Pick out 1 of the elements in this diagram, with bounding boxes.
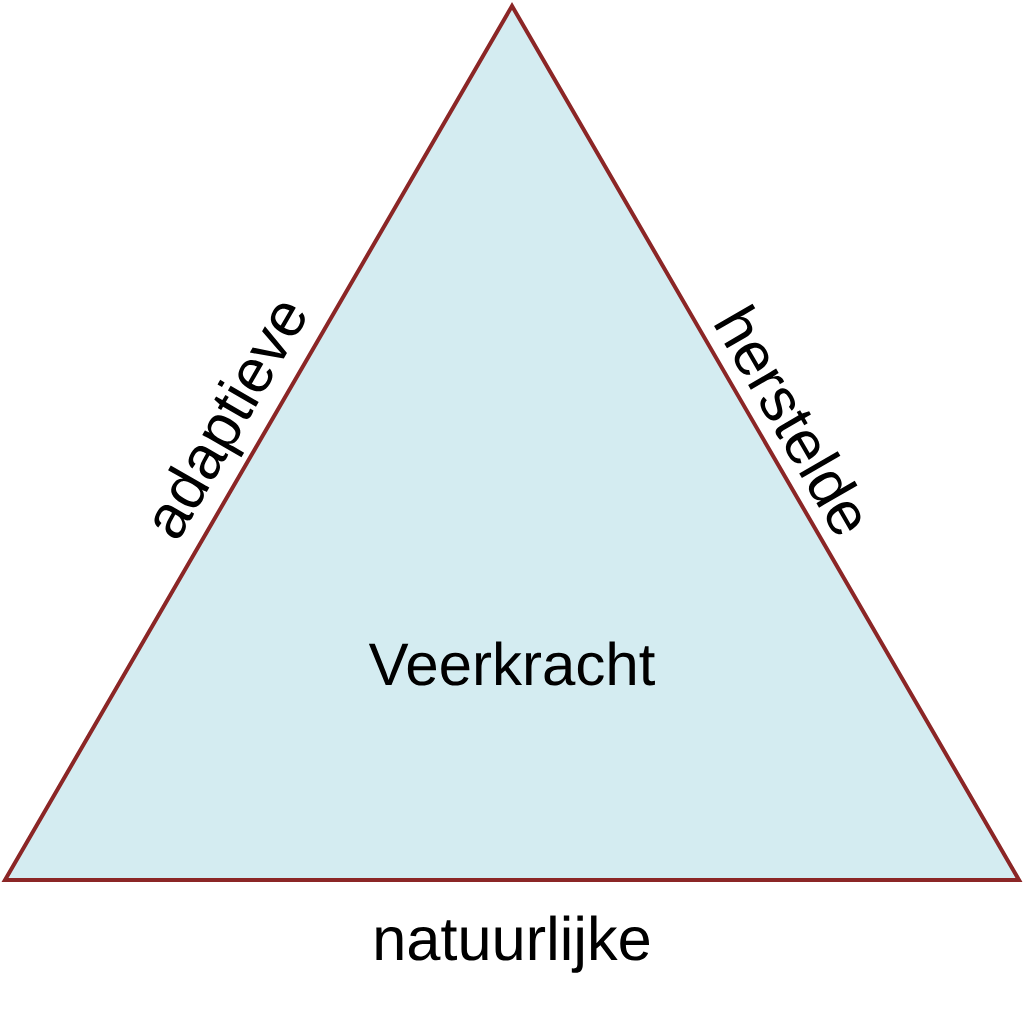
side-label: natuurlijke [376, 915, 649, 973]
